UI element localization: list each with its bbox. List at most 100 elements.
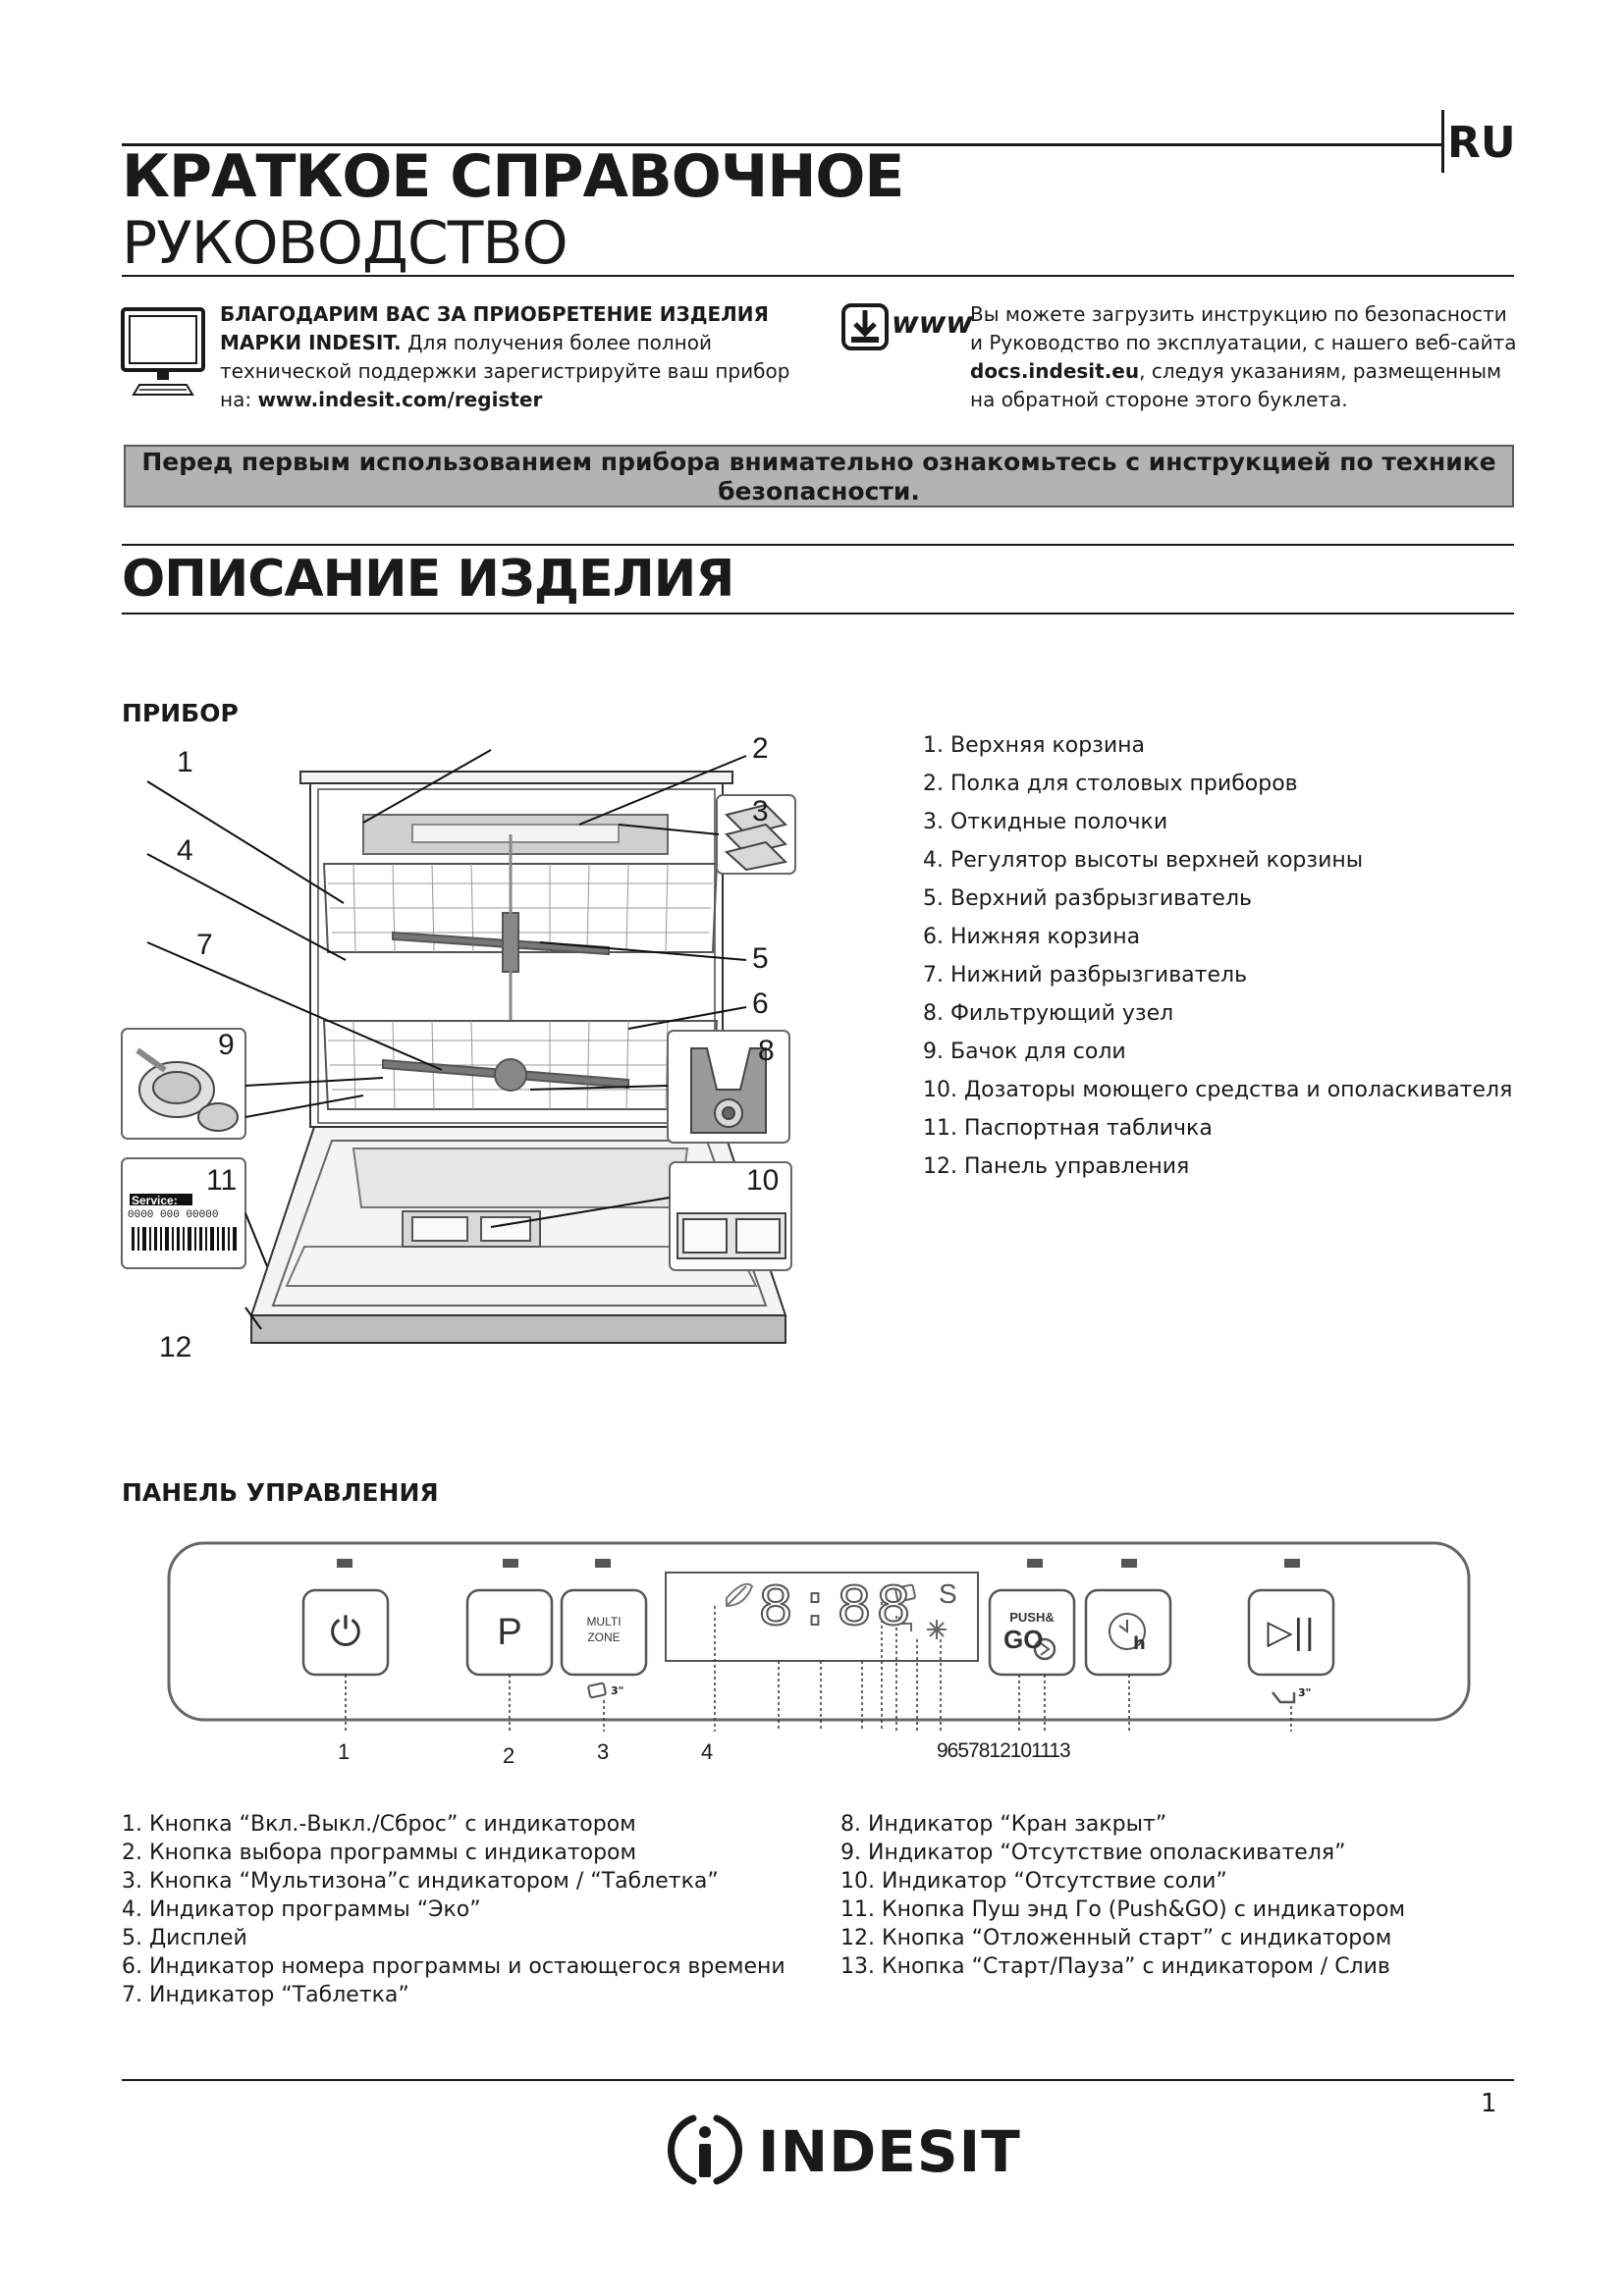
lang-divider (1441, 110, 1444, 173)
callout-3: 3 (752, 795, 769, 828)
delay-button[interactable]: h (1086, 1590, 1170, 1675)
page-title-line-2: РУКОВОДСТВО (122, 209, 568, 278)
tablet-3s-label: 3" (611, 1684, 624, 1697)
section-top-rule (122, 544, 1514, 546)
list-item: 2. Полка для столовых приборов (923, 772, 1298, 796)
section-bottom-rule (122, 613, 1514, 614)
rinse-aid-indicator-icon (927, 1620, 947, 1639)
pointer-number-1: 1 (338, 1739, 351, 1764)
list-item: 3. Откидные полочки (923, 810, 1168, 834)
callout-10: 10 (746, 1164, 780, 1197)
list-item: 8. Фильтрующий узел (923, 1001, 1174, 1026)
docs-link[interactable]: docs.indesit.eu (970, 359, 1140, 383)
list-item: 13. Кнопка “Старт/Пауза” с индикатором /… (840, 1954, 1390, 1979)
thanks-bold: БЛАГОДАРИМ ВАС ЗА ПРИОБРЕТЕНИЕ ИЗДЕЛИЯ М… (220, 302, 769, 354)
list-item: 4. Индикатор программы “Эко” (122, 1897, 481, 1922)
safety-warning-banner: Перед первым использованием прибора вним… (124, 445, 1514, 507)
drain-3s-label: 3" (1298, 1686, 1312, 1699)
salt-indicator: S (939, 1578, 957, 1609)
display-shape (665, 1572, 979, 1662)
list-item: 8. Индикатор “Кран закрыт” (840, 1812, 1167, 1837)
pointer-number-3: 3 (597, 1739, 610, 1764)
section-title: ОПИСАНИЕ ИЗДЕЛИЯ (122, 550, 734, 609)
parts-list: 1. Верхняя корзина 2. Полка для столовых… (923, 726, 1512, 1186)
multizone-label-2: ZONE (587, 1630, 621, 1644)
list-item: 2. Кнопка выбора программы с индикатором (122, 1841, 637, 1865)
list-item: 6. Индикатор номера программы и остающег… (122, 1954, 785, 1979)
callout-1: 1 (177, 746, 193, 778)
inset-dispensers (669, 1161, 792, 1271)
pointer-number-group: 9657812101113 (937, 1739, 1071, 1762)
multizone-button[interactable]: MULTI ZONE (562, 1614, 646, 1645)
power-button[interactable]: ⏻ (330, 1610, 361, 1655)
tap-indicator-icon (892, 1617, 912, 1631)
multizone-button-shape (560, 1588, 648, 1677)
control-panel-subtitle: ПАНЕЛЬ УПРАВЛЕНИЯ (122, 1478, 439, 1507)
callout-4: 4 (177, 834, 193, 867)
list-item: 1. Верхняя корзина (923, 733, 1146, 758)
list-item: 9. Индикатор “Отсутствие ополаскивателя” (840, 1841, 1346, 1865)
pushgo-label-1: PUSH& (1009, 1610, 1055, 1625)
callout-8: 8 (758, 1035, 775, 1067)
callout-9: 9 (218, 1029, 235, 1061)
program-button[interactable]: P (497, 1612, 522, 1653)
pointer-number-4: 4 (701, 1739, 714, 1764)
callout-6: 6 (752, 988, 769, 1020)
control-panel-list-left: 1. Кнопка “Вкл.-Выкл./Сброс” с индикатор… (122, 1810, 785, 2009)
list-item: 11. Кнопка Пуш энд Го (Push&GO) с индика… (840, 1897, 1406, 1922)
control-panel-diagram (167, 1541, 1471, 1732)
tablet-indicator-icon (894, 1583, 916, 1603)
brand-name: INDESIT (758, 2118, 1021, 2185)
service-label: Service: (132, 1194, 178, 1207)
callout-7: 7 (196, 929, 213, 961)
footer-rule (122, 2079, 1514, 2081)
list-item: 3. Кнопка “Мультизона”с индикатором / “Т… (122, 1869, 719, 1894)
language-code: RU (1447, 118, 1516, 168)
start-pause-button[interactable]: ▷|| (1267, 1613, 1316, 1652)
appliance-subtitle: ПРИБОР (122, 699, 239, 727)
list-item: 7. Нижний разбрызгиватель (923, 963, 1248, 988)
dishwasher-diagram (121, 749, 796, 1344)
inset-salt-container (121, 1028, 246, 1140)
inset-data-plate (121, 1157, 246, 1269)
list-item: 6. Нижняя корзина (923, 925, 1141, 949)
service-number: 0000 000 00000 (128, 1209, 219, 1221)
callout-2: 2 (752, 732, 769, 765)
computer-icon (121, 307, 205, 396)
delay-h-label: h (1133, 1633, 1146, 1654)
list-item: 7. Индикатор “Таблетка” (122, 1983, 409, 2007)
callout-12: 12 (159, 1331, 192, 1363)
list-item: 4. Регулятор высоты верхней корзины (923, 848, 1364, 873)
list-item: 5. Верхний разбрызгиватель (923, 886, 1252, 911)
list-item: 12. Панель управления (923, 1154, 1190, 1179)
download-icon (841, 303, 889, 350)
list-item: 1. Кнопка “Вкл.-Выкл./Сброс” с индикатор… (122, 1812, 636, 1837)
brand-logo: INDESIT (664, 2109, 1020, 2191)
callout-11: 11 (206, 1164, 238, 1197)
pushgo-button[interactable]: PUSH& GO (990, 1610, 1074, 1655)
list-item: 9. Бачок для соли (923, 1040, 1126, 1064)
pointer-number-2: 2 (503, 1743, 515, 1768)
list-item: 11. Паспортная табличка (923, 1116, 1213, 1141)
eco-leaf-icon (726, 1582, 754, 1608)
thanks-text: БЛАГОДАРИМ ВАС ЗА ПРИОБРЕТЕНИЕ ИЗДЕЛИЯ М… (220, 300, 809, 414)
register-link[interactable]: www.indesit.com/register (257, 388, 543, 411)
header-bottom-rule (122, 275, 1514, 277)
download-text-2: , следуя указаниям, размещенным на обрат… (970, 359, 1502, 411)
callout-5: 5 (752, 942, 769, 975)
list-item: 10. Индикатор “Отсутствие соли” (840, 1869, 1227, 1894)
inset-fold-down-shelves (716, 794, 796, 875)
inset-filter (667, 1030, 790, 1144)
www-label: www (892, 306, 974, 341)
display-digits: 8:88 (757, 1575, 916, 1644)
list-item: 12. Кнопка “Отложенный старт” с индикато… (840, 1926, 1392, 1950)
download-text: Вы можете загрузить инструкцию по безопа… (970, 300, 1520, 414)
download-text-1: Вы можете загрузить инструкцию по безопа… (970, 302, 1517, 354)
list-item: 10. Дозаторы моющего средства и ополаски… (923, 1078, 1513, 1102)
header-top-rule (122, 143, 1441, 146)
delay-clock-icon (1109, 1613, 1146, 1650)
pushgo-label-2: GO (1003, 1625, 1044, 1654)
indesit-logo-icon (667, 2114, 743, 2185)
thanks-body: Для получения более полной технической п… (220, 331, 790, 411)
page-number: 1 (1481, 2089, 1497, 2118)
